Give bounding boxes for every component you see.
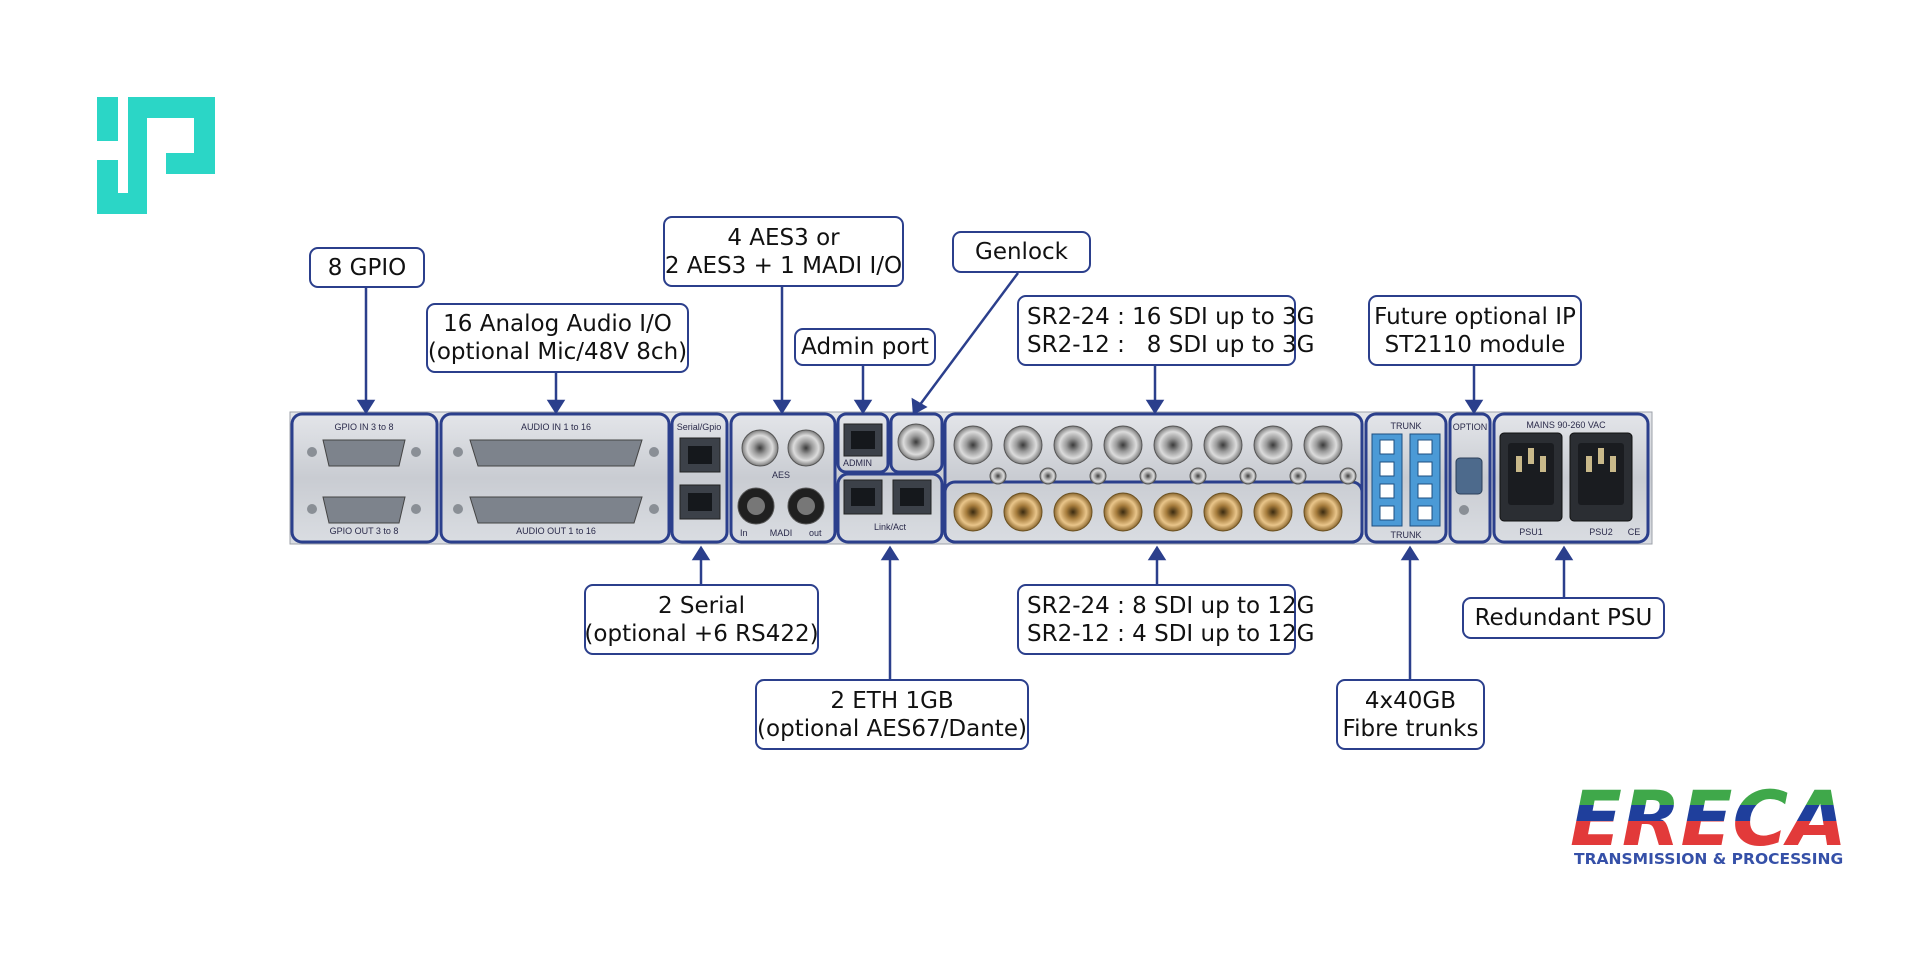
sdi-12g-callout: SR2-24 : 8 SDI up to 12G SR2-12 : 4 SDI … bbox=[1017, 584, 1314, 655]
serial-section: Serial/Gpio bbox=[670, 412, 729, 544]
aes-madi-section: AES In MADI out bbox=[729, 412, 837, 544]
admin-eth-section: ADMIN Link/Act bbox=[836, 412, 944, 544]
redundant-psu-callout: Redundant PSU bbox=[1462, 597, 1665, 639]
option-label: OPTION bbox=[1453, 422, 1488, 432]
trunk-label-top: TRUNK bbox=[1391, 421, 1422, 431]
trunk-label-bottom: TRUNK bbox=[1391, 530, 1422, 540]
analog-audio-section: AUDIO IN 1 to 16 AUDIO OUT 1 to 16 bbox=[439, 412, 671, 544]
admin-label: ADMIN bbox=[843, 458, 872, 468]
genlock-section bbox=[889, 412, 944, 474]
audio-out-label: AUDIO OUT 1 to 16 bbox=[516, 526, 596, 536]
fibre-trunks-callout: 4x40GB Fibre trunks bbox=[1336, 679, 1485, 750]
genlock-callout: Genlock bbox=[952, 231, 1091, 273]
gpio-callout: 8 GPIO bbox=[309, 247, 425, 288]
psu-section: MAINS 90-260 VAC PSU1 PSU2 CE bbox=[1492, 412, 1650, 544]
fibre-trunk-section: TRUNK TRUNK bbox=[1364, 412, 1448, 544]
serial-label: Serial/Gpio bbox=[677, 422, 722, 432]
sdi-12g-connectors bbox=[953, 492, 1343, 532]
sdi-3g-connectors bbox=[953, 425, 1357, 485]
gpio-in-label: GPIO IN 3 to 8 bbox=[334, 422, 393, 432]
sdi-3g-callout: SR2-24 : 16 SDI up to 3G SR2-12 : 8 SDI … bbox=[1017, 295, 1314, 366]
ce-label: CE bbox=[1628, 527, 1641, 537]
audio-in-label: AUDIO IN 1 to 16 bbox=[521, 422, 591, 432]
serial-callout: 2 Serial (optional +6 RS422) bbox=[584, 584, 819, 655]
psu2-label: PSU2 bbox=[1589, 527, 1613, 537]
madi-label: MADI bbox=[770, 528, 793, 538]
gpio-section: GPIO IN 3 to 8 GPIO OUT 3 to 8 bbox=[290, 412, 439, 544]
eth-callout: 2 ETH 1GB (optional AES67/Dante) bbox=[755, 679, 1029, 750]
option-slot-section: OPTION bbox=[1448, 412, 1492, 544]
madi-out-label: out bbox=[809, 528, 822, 538]
madi-in-label: In bbox=[740, 528, 748, 538]
callout-arrows bbox=[356, 272, 1574, 679]
sdi-section bbox=[943, 412, 1364, 544]
ip-module-callout: Future optional IP ST2110 module bbox=[1368, 295, 1582, 366]
analog-audio-callout: 16 Analog Audio I/O (optional Mic/48V 8c… bbox=[426, 303, 689, 373]
aes-label: AES bbox=[772, 470, 790, 480]
psu1-label: PSU1 bbox=[1519, 527, 1543, 537]
link-act-label: Link/Act bbox=[874, 522, 907, 532]
admin-port-callout: Admin port bbox=[794, 328, 936, 366]
gpio-out-label: GPIO OUT 3 to 8 bbox=[330, 526, 399, 536]
aes-callout: 4 AES3 or 2 AES3 + 1 MADI I/O bbox=[663, 216, 904, 287]
mains-label: MAINS 90-260 VAC bbox=[1526, 420, 1606, 430]
